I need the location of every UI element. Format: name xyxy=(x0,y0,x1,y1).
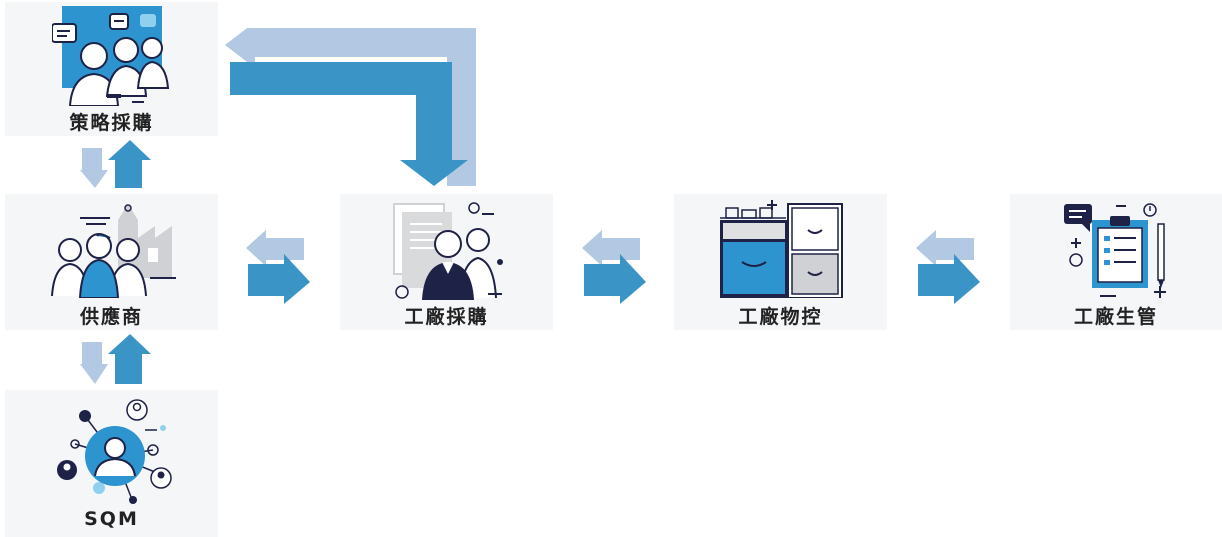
sourcing-supplier-vertical-arrows xyxy=(75,140,155,190)
node-supplier: 供應商 xyxy=(5,194,218,330)
node-strategic-sourcing: 策略採購 xyxy=(5,2,218,136)
node-label: 工廠物控 xyxy=(674,302,887,329)
node-label: 策略採購 xyxy=(5,108,218,135)
factory-people-icon xyxy=(50,198,180,298)
node-label: 供應商 xyxy=(5,302,218,329)
sourcing-to-purchasing-loop-arrows xyxy=(225,28,485,190)
filing-cabinet-icon xyxy=(720,198,844,298)
network-people-icon xyxy=(55,396,175,504)
purchasing-material-control-horizontal-arrows xyxy=(582,230,648,304)
documents-people-icon xyxy=(390,200,510,300)
clipboard-checklist-icon xyxy=(1062,200,1172,300)
customer-service-team-icon xyxy=(52,6,178,106)
material-control-production-horizontal-arrows xyxy=(916,230,982,304)
node-plant-material-control: 工廠物控 xyxy=(674,194,887,330)
supplier-purchasing-horizontal-arrows xyxy=(246,230,312,304)
node-plant-purchasing: 工廠採購 xyxy=(340,194,553,330)
node-label: 工廠採購 xyxy=(340,302,553,329)
node-label: SQM xyxy=(5,508,218,530)
node-label: 工廠生管 xyxy=(1010,302,1222,329)
supplier-sqm-vertical-arrows xyxy=(75,334,155,386)
node-plant-production-management: 工廠生管 xyxy=(1010,194,1222,330)
node-sqm: SQM xyxy=(5,390,218,537)
